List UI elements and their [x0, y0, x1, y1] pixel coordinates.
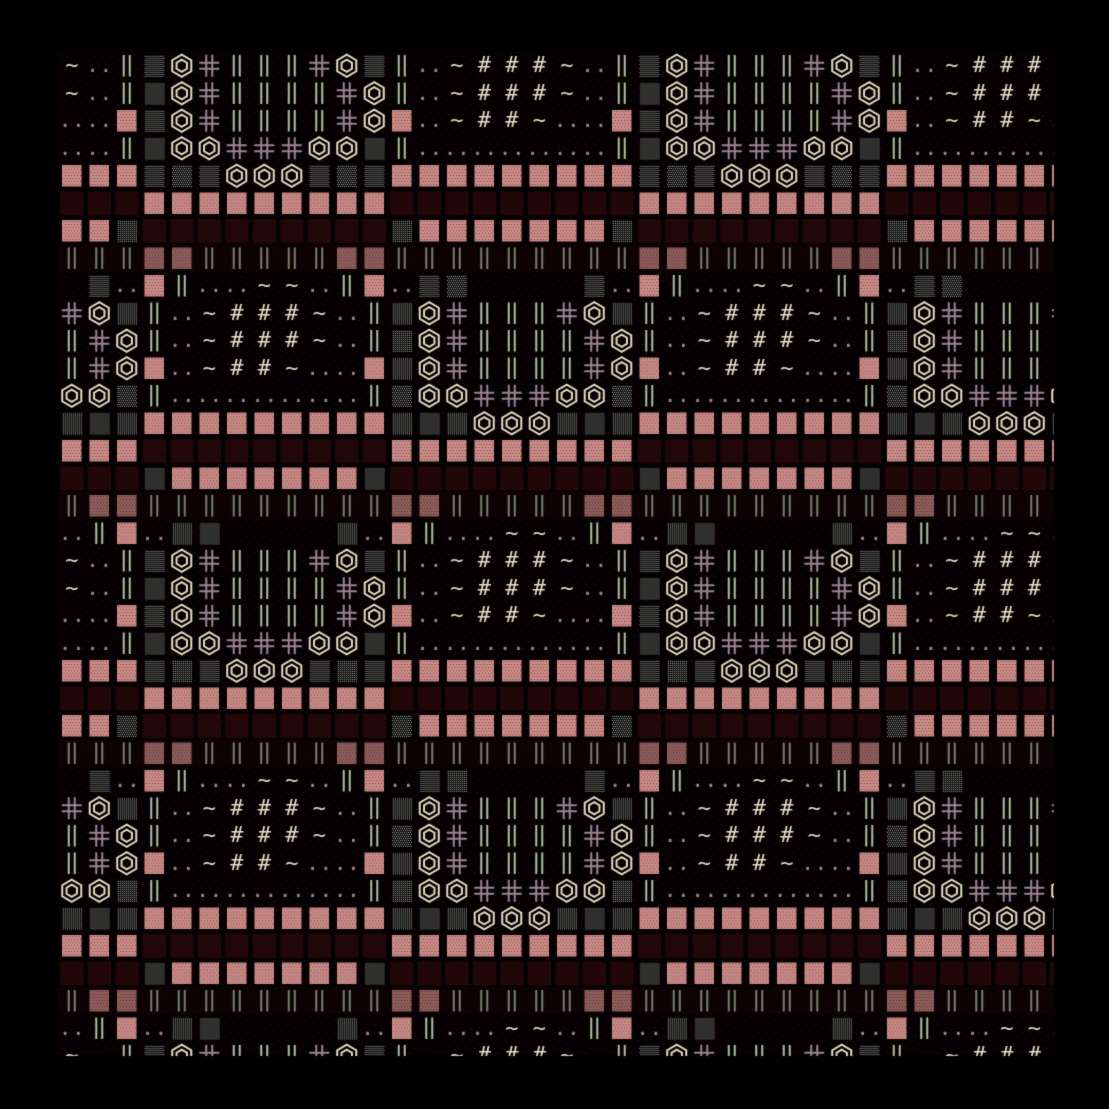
ascii-pattern-canvas	[0, 0, 1109, 1109]
artwork-frame	[0, 0, 1109, 1109]
